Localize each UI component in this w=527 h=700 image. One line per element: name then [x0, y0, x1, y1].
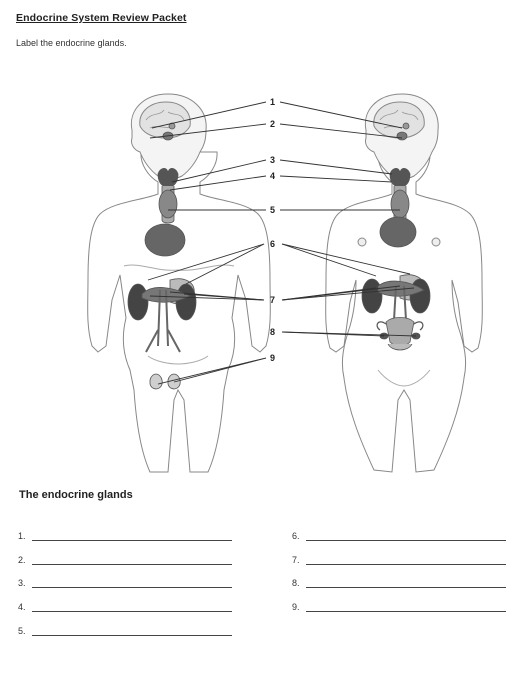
male-kidney-right — [175, 283, 197, 321]
female-organs — [361, 122, 431, 351]
answer-input-6[interactable] — [306, 536, 506, 546]
female-thymus — [390, 189, 410, 219]
answer-row-3: 3. — [18, 578, 232, 593]
answer-input-2[interactable] — [32, 560, 232, 570]
answer-input-8[interactable] — [306, 583, 506, 593]
page-title: Endocrine System Review Packet — [16, 12, 187, 24]
endocrine-diagram: 1 2 3 4 5 6 7 8 9 — [87, 93, 483, 473]
callout-9: 9 — [270, 353, 275, 363]
answer-row-4: 4. — [18, 602, 232, 617]
answer-row-2: 2. — [18, 555, 232, 570]
male-aorta — [145, 289, 181, 353]
female-uterus — [385, 317, 415, 347]
callout-3: 3 — [270, 155, 275, 165]
female-thyroid — [389, 168, 411, 187]
answer-row-8: 8. — [292, 578, 506, 593]
leader-lines — [147, 101, 417, 385]
female-pituitary — [396, 131, 408, 141]
answer-row-9: 9. — [292, 602, 506, 617]
female-pancreas — [377, 280, 425, 297]
answer-row-5: 5. — [18, 626, 232, 641]
answer-line — [306, 602, 506, 617]
answer-number: 9. — [292, 602, 300, 612]
answer-number: 4. — [18, 602, 26, 612]
answer-input-1[interactable] — [32, 536, 232, 546]
callout-2: 2 — [270, 119, 275, 129]
answer-line — [32, 531, 232, 546]
answer-line — [306, 578, 506, 593]
answer-number: 1. — [18, 531, 26, 541]
female-pineal — [402, 122, 410, 130]
answer-line — [32, 578, 232, 593]
callout-numbers: 1 2 3 4 5 6 7 8 9 — [270, 97, 275, 363]
answer-number: 6. — [292, 531, 300, 541]
answer-number: 7. — [292, 555, 300, 565]
callout-4: 4 — [270, 171, 275, 181]
answer-row-6: 6. — [292, 531, 506, 546]
answer-line — [32, 555, 232, 570]
answer-number: 3. — [18, 578, 26, 588]
answer-line — [32, 602, 232, 617]
male-thymus — [158, 189, 178, 219]
callout-5: 5 — [270, 205, 275, 215]
answer-input-7[interactable] — [306, 560, 506, 570]
answer-line — [32, 626, 232, 641]
answer-number: 8. — [292, 578, 300, 588]
answer-input-4[interactable] — [32, 607, 232, 617]
answer-number: 5. — [18, 626, 26, 636]
female-figure — [325, 93, 483, 473]
answer-input-3[interactable] — [32, 583, 232, 593]
callout-6: 6 — [270, 239, 275, 249]
answers-heading: The endocrine glands — [19, 489, 133, 501]
answer-row-1: 1. — [18, 531, 232, 546]
callout-1: 1 — [270, 97, 275, 107]
callout-7: 7 — [270, 295, 275, 305]
male-heart — [144, 223, 186, 257]
instructions: Label the endocrine glands. — [16, 38, 127, 48]
female-body-outline — [325, 151, 483, 473]
answer-row-7: 7. — [292, 555, 506, 570]
male-kidney-left — [127, 283, 149, 321]
male-thyroid — [157, 168, 179, 187]
female-fallopian-tubes — [376, 321, 424, 331]
female-aorta — [393, 285, 407, 321]
answer-input-5[interactable] — [32, 631, 232, 641]
answer-line — [306, 555, 506, 570]
answer-number: 2. — [18, 555, 26, 565]
female-heart — [379, 216, 417, 248]
callout-8: 8 — [270, 327, 275, 337]
answer-input-9[interactable] — [306, 607, 506, 617]
female-kidney-left — [361, 278, 383, 314]
answer-line — [306, 531, 506, 546]
